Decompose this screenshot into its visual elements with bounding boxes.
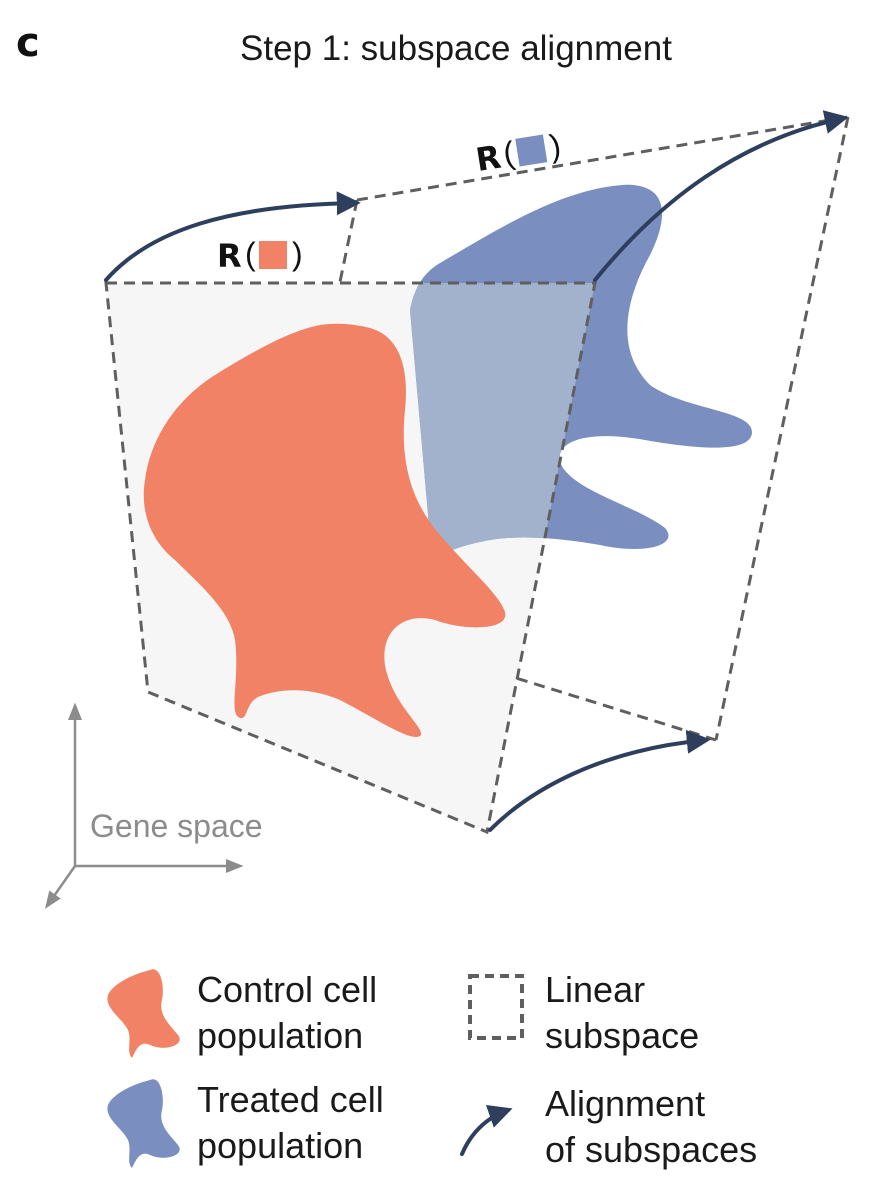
svg-text:of subspaces: of subspaces [545,1129,757,1170]
legend-control: Control cell population [107,969,377,1058]
svg-text:): ) [292,236,303,272]
axis-label: Gene space [90,808,263,844]
legend-control-swatch [107,969,180,1058]
alignment-arrow-top-right [593,110,849,282]
legend-alignment: Alignment of subspaces [460,1083,757,1170]
axis-depth [44,865,77,909]
legend-subspace-swatch [468,974,524,1040]
svg-text:population: population [197,1015,363,1056]
alignment-arrow-bottom [488,729,711,832]
svg-text:(: ( [501,134,517,171]
svg-text:R: R [473,138,503,179]
alignment-arrows [104,110,849,832]
svg-text:Treated cell: Treated cell [197,1079,384,1120]
legend-subspace: Linear subspace [468,969,699,1056]
legend-treated: Treated cell population [107,1079,384,1168]
alignment-arrow-top-left [104,191,361,282]
svg-text:population: population [197,1125,363,1166]
rotation-label-treated: R ( ) [473,127,563,179]
svg-text:Linear: Linear [545,969,645,1010]
panel-letter: c [16,20,40,66]
svg-text:subspace: subspace [545,1015,699,1056]
control-color-square [259,241,287,269]
svg-text:R: R [217,237,242,275]
svg-text:Control cell: Control cell [197,969,377,1010]
svg-text:): ) [547,127,563,164]
diagram-title: Step 1: subspace alignment [240,29,672,68]
front-subspace-outline [104,281,597,835]
control-cell-population-shape [143,323,506,737]
treated-color-square [515,134,548,167]
gene-space-axes: Gene space [44,702,263,909]
svg-text:(: ( [245,236,256,272]
svg-text:Alignment: Alignment [545,1083,705,1124]
legend-alignment-swatch [460,1104,513,1156]
legend: Control cell population Treated cell pop… [107,969,757,1170]
legend-treated-swatch [107,1079,180,1168]
rotation-label-control: R ( ) [217,236,303,275]
